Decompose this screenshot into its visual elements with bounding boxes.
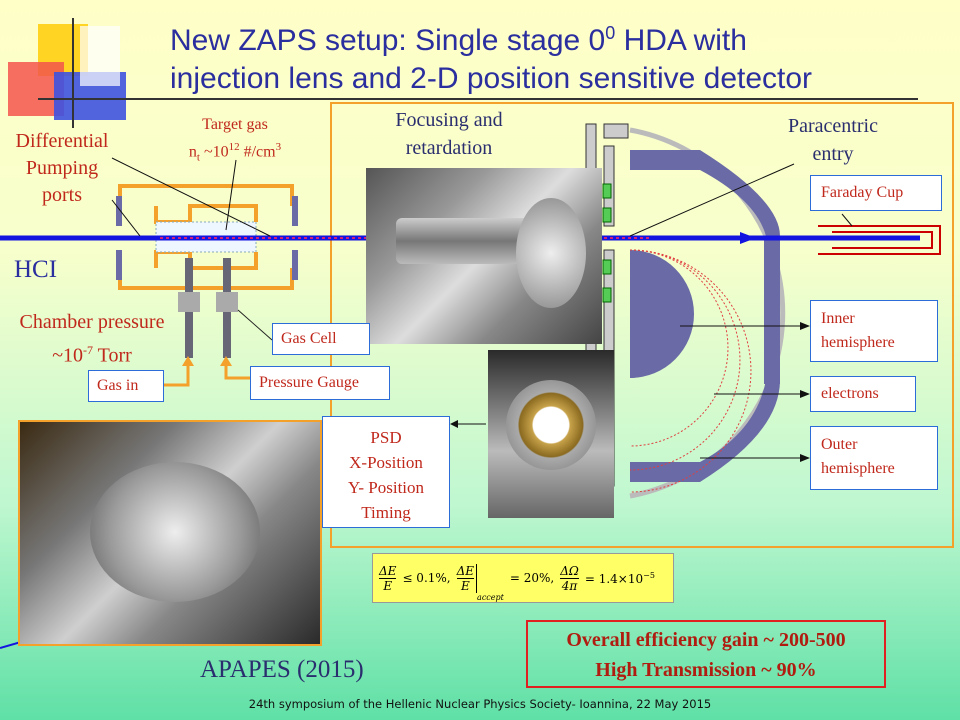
electrons-box: electrons bbox=[810, 376, 916, 412]
hci-label: HCI bbox=[14, 256, 58, 283]
footer-text: 24th symposium of the Hellenic Nuclear P… bbox=[248, 697, 712, 711]
focusing-photo bbox=[366, 168, 602, 344]
paracentric-label: Paracentric entry bbox=[788, 115, 878, 165]
gas-cell-box: Gas Cell bbox=[272, 323, 370, 355]
apapes-photo bbox=[18, 420, 322, 646]
focusing-label: Focusing and retardation bbox=[395, 109, 503, 159]
gas-in-box: Gas in bbox=[88, 370, 164, 402]
slide-title: New ZAPS setup: Single stage 00 HDA with… bbox=[170, 23, 813, 95]
faraday-cup bbox=[818, 225, 941, 255]
apapes-label: APAPES (2015) bbox=[200, 656, 364, 683]
target-gas-label: Target gas nt ~1012 #/cm3 bbox=[188, 116, 282, 164]
differential-pumping-label: Differential Pumping ports bbox=[15, 130, 109, 206]
efficiency-box: Overall efficiency gain ~ 200-500 High T… bbox=[526, 620, 886, 688]
faraday-cup-box: Faraday Cup bbox=[810, 175, 942, 211]
logo-decoration bbox=[8, 18, 918, 128]
hemisphere-analyzer bbox=[585, 123, 786, 499]
chamber-pressure-label: Chamber pressure ~10-7 Torr bbox=[19, 311, 165, 367]
pressure-gauge-box: Pressure Gauge bbox=[250, 366, 390, 400]
psd-photo bbox=[488, 350, 614, 518]
